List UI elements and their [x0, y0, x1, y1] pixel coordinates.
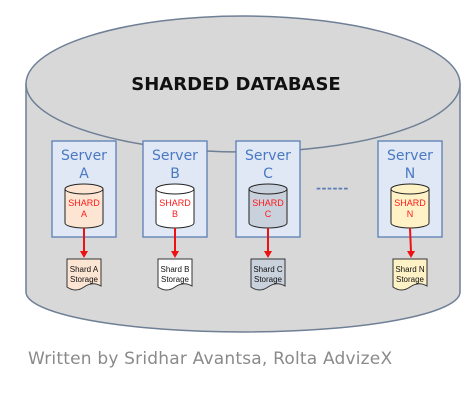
server-letter: A — [79, 166, 89, 182]
server-label: Server — [152, 148, 198, 164]
shard-letter: N — [407, 209, 414, 219]
shard-letter: B — [172, 209, 178, 219]
storage-document — [157, 258, 193, 291]
storage-sublabel: Storage — [396, 275, 425, 284]
server-label: Server — [245, 148, 291, 164]
arrow-head — [171, 251, 179, 258]
server-letter: C — [263, 166, 273, 182]
shard-letter: A — [81, 209, 87, 219]
diagram-title: SHARDED DATABASE — [131, 74, 340, 95]
shard-cylinder — [248, 188, 288, 229]
storage-label: Shard A — [70, 265, 99, 274]
storage-document — [392, 258, 428, 291]
shard-cylinder-top — [64, 183, 104, 195]
shard-label: SHARD — [159, 198, 191, 208]
shard-cylinder-top — [155, 183, 195, 195]
storage-label: Shard C — [253, 265, 283, 274]
storage-document — [250, 258, 286, 291]
sharded-database-diagram: SHARDED DATABASE ------ ServerASHARDASha… — [25, 15, 461, 333]
shard-cylinder-top — [390, 183, 430, 195]
shard-letter: C — [265, 209, 272, 219]
arrow-head — [407, 251, 415, 258]
server-letter: B — [170, 166, 180, 182]
arrow-head — [80, 251, 88, 258]
shard-label: SHARD — [252, 198, 284, 208]
storage-sublabel: Storage — [161, 275, 190, 284]
shard-label: SHARD — [394, 198, 426, 208]
shard-cylinder-top — [248, 183, 288, 195]
ellipsis-dashes: ------ — [316, 181, 349, 195]
arrow-shaft — [409, 227, 412, 253]
shard-cylinder — [64, 188, 104, 229]
arrow-head — [264, 251, 272, 258]
storage-sublabel: Storage — [70, 275, 99, 284]
shard-cylinder — [155, 188, 195, 229]
storage-label: Shard B — [161, 265, 190, 274]
server-letter: N — [405, 166, 415, 182]
storage-sublabel: Storage — [254, 275, 283, 284]
server-label: Server — [61, 148, 107, 164]
server-label: Server — [387, 148, 433, 164]
shard-label: SHARD — [68, 198, 100, 208]
shard-cylinder — [390, 188, 430, 229]
author-credit: Written by Sridhar Avantsa, Rolta Advize… — [28, 349, 393, 369]
storage-document — [66, 258, 102, 291]
storage-label: Shard N — [395, 265, 425, 274]
